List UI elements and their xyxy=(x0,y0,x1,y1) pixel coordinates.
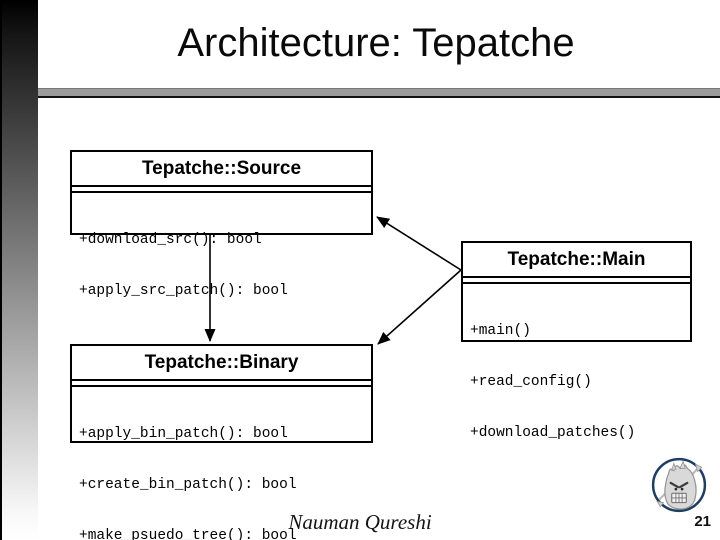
method-line: +apply_src_patch(): bool xyxy=(79,283,288,299)
author-name: Nauman Qureshi xyxy=(288,510,432,534)
method-line: +make_psuedo_tree(): bool xyxy=(79,528,297,540)
page-number: 21 xyxy=(694,513,711,530)
methods-source: +download_src(): bool +apply_src_patch()… xyxy=(72,193,371,338)
compartment-divider xyxy=(463,278,690,284)
slide-title: Architecture: Tepatche xyxy=(177,21,575,65)
compartment-divider xyxy=(72,187,371,193)
class-name-main: Tepatche::Main xyxy=(463,243,690,278)
class-box-main: Tepatche::Main +main() +read_config() +d… xyxy=(461,241,692,441)
title-divider-bar xyxy=(38,88,720,98)
method-line: +download_src(): bool xyxy=(79,232,262,248)
class-box-source: Tepatche::Source +download_src(): bool +… xyxy=(70,150,373,299)
arrow-main-to-binary xyxy=(377,269,462,345)
method-line: +download_patches() xyxy=(470,425,636,441)
method-line: +create_bin_patch(): bool xyxy=(79,477,297,493)
method-line: +main() xyxy=(470,323,531,339)
methods-binary: +apply_bin_patch(): bool +create_bin_pat… xyxy=(72,387,371,540)
method-line: +apply_bin_patch(): bool xyxy=(79,426,288,442)
class-name-source: Tepatche::Source xyxy=(72,152,371,187)
class-name-binary: Tepatche::Binary xyxy=(72,346,371,381)
class-box-binary: Tepatche::Binary +apply_bin_patch(): boo… xyxy=(70,344,373,540)
daemon-mascot-icon xyxy=(651,457,707,513)
arrow-main-to-source xyxy=(376,216,462,271)
left-edge-line xyxy=(0,0,2,540)
methods-main: +main() +read_config() +download_patches… xyxy=(463,284,690,480)
method-line: +read_config() xyxy=(470,374,592,390)
compartment-divider xyxy=(72,381,371,387)
left-gradient-bar xyxy=(2,0,38,540)
